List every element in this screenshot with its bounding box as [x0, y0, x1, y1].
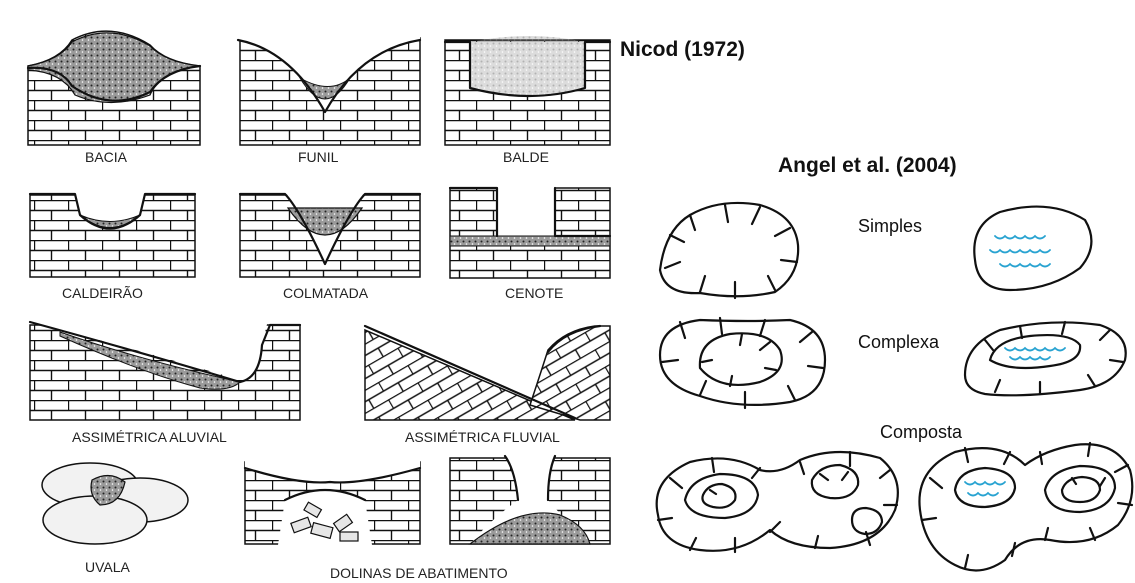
composta-dry-outline — [657, 452, 898, 552]
caldeirao-diagram: CALDEIRÃO — [30, 188, 195, 301]
label-bacia: BACIA — [85, 149, 128, 165]
label-complexa: Complexa — [858, 332, 940, 352]
uvala-diagram: UVALA — [42, 463, 188, 575]
label-dolinas-abatimento: DOLINAS DE ABATIMENTO — [330, 565, 508, 581]
label-assimetrica-aluvial: ASSIMÉTRICA ALUVIAL — [72, 429, 227, 445]
label-uvala: UVALA — [85, 559, 131, 575]
label-caldeirao: CALDEIRÃO — [62, 285, 143, 301]
simples-dry-outline — [660, 203, 798, 298]
label-balde: BALDE — [503, 149, 549, 165]
water-waves-icon — [990, 236, 1050, 267]
funil-diagram: FUNIL — [238, 36, 420, 165]
bacia-diagram: BACIA — [28, 31, 200, 165]
label-simples: Simples — [858, 216, 922, 236]
complexa-water-outline — [965, 322, 1126, 395]
angel-doline-types: Angel et al. (2004) Simples Complexa Com… — [657, 154, 1133, 570]
label-composta: Composta — [880, 422, 963, 442]
colmatada-diagram: COLMATADA — [240, 188, 420, 301]
assimetrica-aluvial-diagram: ASSIMÉTRICA ALUVIAL — [30, 320, 300, 445]
nicod-doline-types: BACIA FUNIL BALDE CALDEIRÃO — [28, 31, 745, 581]
label-assimetrica-fluvial: ASSIMÉTRICA FLUVIAL — [405, 429, 560, 445]
label-funil: FUNIL — [298, 149, 339, 165]
assimetrica-fluvial-diagram: ASSIMÉTRICA FLUVIAL — [365, 325, 610, 445]
dolinas-abatimento-diagram: DOLINAS DE ABATIMENTO — [245, 456, 610, 581]
citation-angel: Angel et al. (2004) — [778, 154, 957, 177]
citation-nicod: Nicod (1972) — [620, 38, 745, 61]
composta-water-outline — [919, 443, 1132, 570]
cenote-diagram: CENOTE — [450, 186, 610, 301]
water-waves-icon — [1005, 348, 1065, 360]
water-waves-icon — [965, 482, 1005, 496]
label-cenote: CENOTE — [505, 285, 563, 301]
simples-water-outline — [974, 207, 1091, 290]
label-colmatada: COLMATADA — [283, 285, 369, 301]
complexa-dry-outline — [660, 318, 825, 408]
balde-diagram: BALDE — [445, 36, 610, 165]
